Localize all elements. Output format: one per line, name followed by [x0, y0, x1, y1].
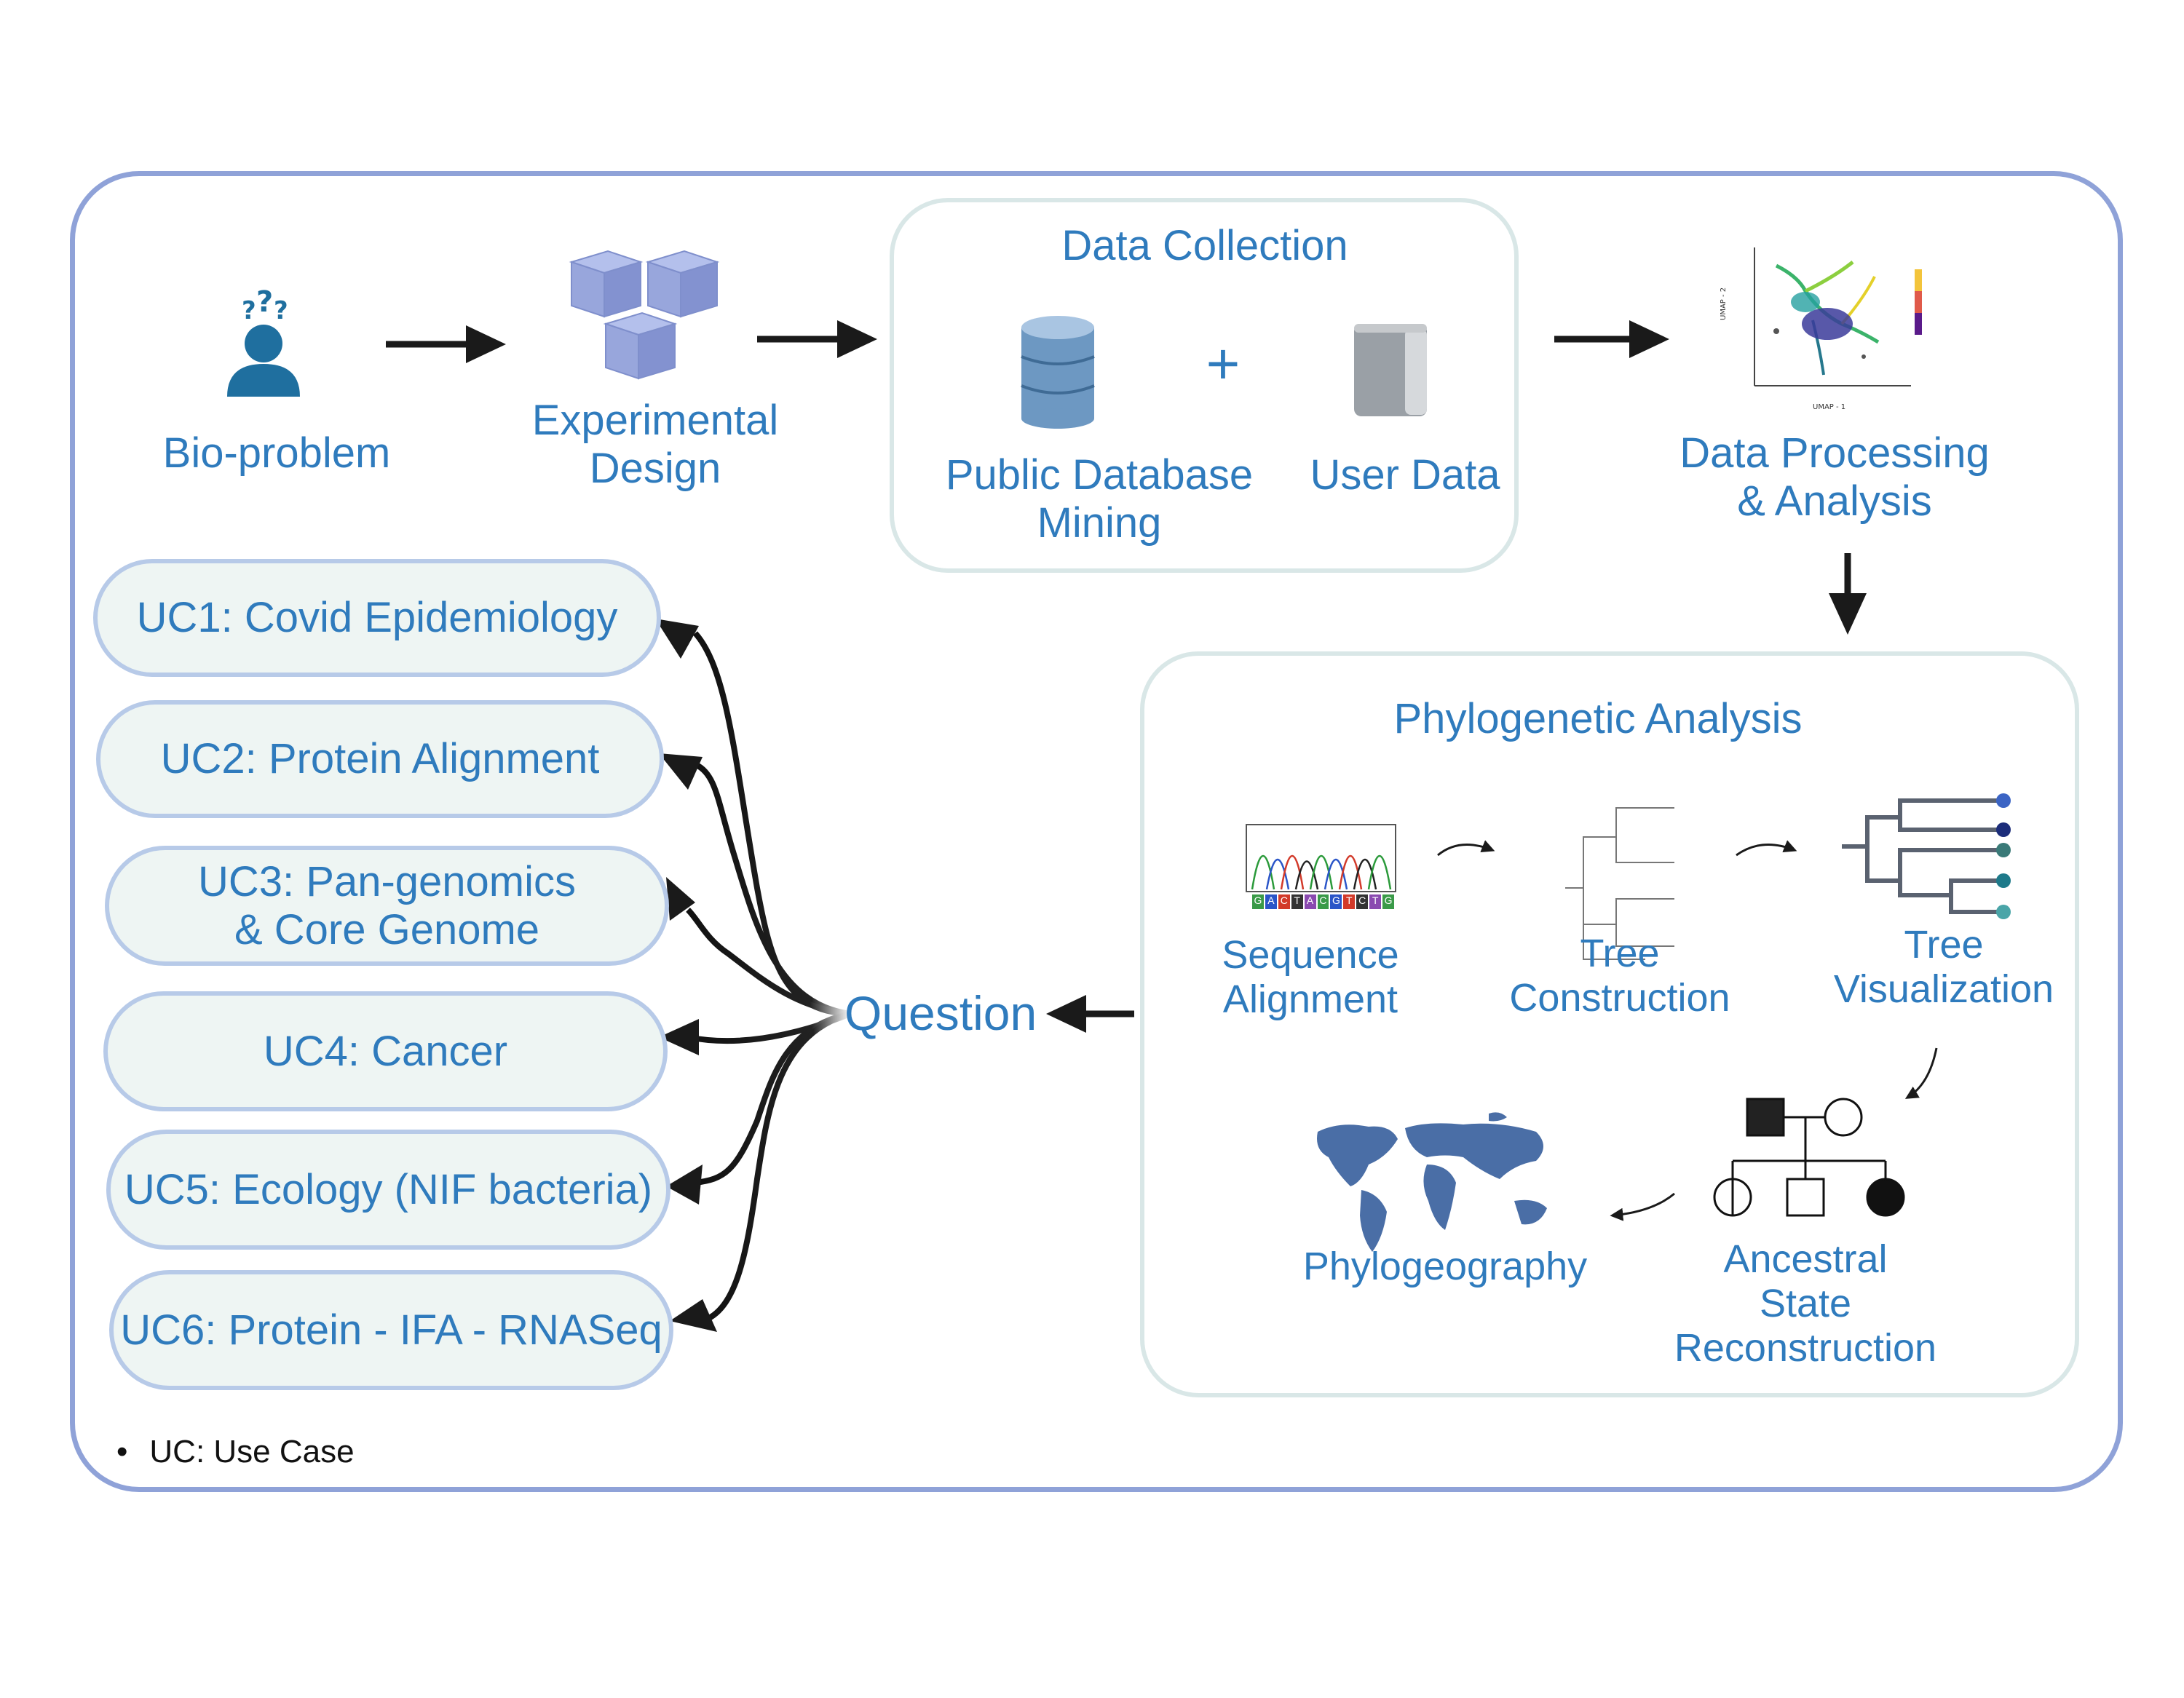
world-map-icon [1317, 1112, 1547, 1252]
question-to-usecase-arrows [686, 631, 852, 1324]
footnote: UC: Use Case [116, 1434, 354, 1470]
cubes-icon [569, 250, 720, 380]
dna-letter: G [1330, 894, 1342, 909]
sequence-alignment-label: Sequence Alignment [1222, 933, 1399, 1022]
dna-letter: T [1291, 894, 1303, 909]
chromatogram-icon [1246, 824, 1396, 892]
dna-letter: A [1304, 894, 1316, 909]
ancestral-state-label: Ancestral State Reconstruction [1674, 1237, 1937, 1370]
usecase-arrowheads [655, 619, 717, 1332]
bioproblem-label: Bio-problem [162, 429, 391, 477]
svg-text:UMAP - 2: UMAP - 2 [1720, 287, 1728, 320]
phylogenetic-analysis-title: Phylogenetic Analysis [1393, 695, 1803, 742]
use-case-5: UC5: Ecology (NIF bacteria) [106, 1130, 670, 1250]
dna-letter: C [1278, 894, 1290, 909]
tree-visualization-label: Tree Visualization [1833, 923, 2054, 1012]
workflow-frame [70, 171, 2123, 1492]
public-database-label: Public Database Mining [945, 451, 1254, 547]
question-label: Question [844, 986, 1037, 1040]
dna-letter: T [1343, 894, 1356, 909]
svg-text:UMAP - 1: UMAP - 1 [1813, 403, 1845, 411]
pedigree-icon [1713, 1098, 1905, 1217]
use-case-4: UC4: Cancer [103, 991, 668, 1111]
tree-construction-label: Tree Construction [1509, 932, 1730, 1020]
phylo-step-arrows [1437, 840, 1938, 1221]
plus-sign: + [1206, 331, 1241, 396]
dna-letter: C [1356, 894, 1369, 909]
svg-text:?: ? [274, 296, 288, 325]
phylogeography-label: Phylogeography [1302, 1245, 1588, 1288]
use-case-3: UC3: Pan-genomics & Core Genome [105, 846, 669, 966]
person-question-icon: ? ? ? [227, 285, 300, 397]
flow-arrows [386, 320, 1867, 1033]
svg-text:?: ? [256, 285, 273, 319]
experimental-design-label: Experimental Design [531, 397, 779, 492]
data-processing-label: Data Processing & Analysis [1679, 429, 1990, 525]
tree-construction-icon [1565, 807, 1674, 960]
storage-device-icon [1354, 324, 1427, 416]
dna-letter: G [1252, 894, 1264, 909]
dna-letter: G [1382, 894, 1394, 909]
use-case-2: UC2: Protein Alignment [96, 700, 664, 818]
data-collection-title: Data Collection [1061, 222, 1348, 269]
dna-letter: T [1369, 894, 1382, 909]
database-icon [1021, 316, 1095, 429]
phylogenetic-analysis-panel [1140, 651, 2079, 1397]
svg-text:?: ? [242, 296, 256, 325]
tree-visualization-icon [1842, 798, 2002, 914]
dna-letter-strip: G A C T A C G T C T G [1252, 894, 1394, 909]
user-data-label: User Data [1310, 451, 1500, 499]
dna-letter: C [1317, 894, 1329, 909]
umap-plot-icon: UMAP - 2 UMAP - 1 [1720, 247, 1922, 411]
use-case-1: UC1: Covid Epidemiology [93, 559, 661, 677]
use-case-6: UC6: Protein - IFA - RNASeq [109, 1270, 673, 1390]
tree-tip-dots [1996, 793, 2011, 919]
dna-letter: A [1265, 894, 1277, 909]
